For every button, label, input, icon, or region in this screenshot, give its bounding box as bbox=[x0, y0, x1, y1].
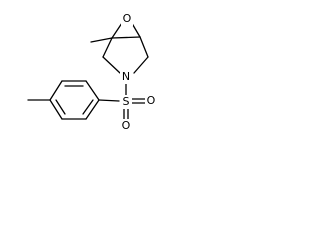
nitrogen-label-bg bbox=[120, 70, 132, 84]
molecule-diagram: O N S O O bbox=[27, 12, 157, 133]
bond-left-bridgehead-ch2 bbox=[102, 37, 113, 58]
benzene-inner-bond-2 bbox=[55, 99, 66, 115]
sulfur-label-bg bbox=[120, 95, 132, 109]
chemical-structure-canvas: O N S O O bbox=[0, 0, 182, 147]
oxygen-sulfonyl-top-label: O bbox=[147, 94, 156, 107]
bond-sulfur-aryl bbox=[98, 99, 120, 102]
benzene-bond-1 bbox=[85, 80, 100, 101]
bond-methyl-bridgehead bbox=[90, 37, 113, 43]
benzene-bond-3 bbox=[49, 80, 63, 101]
oxygen-sulfonyl-bottom-label: O bbox=[122, 119, 131, 132]
bond-right-bridgehead-ch2 bbox=[139, 36, 149, 58]
benzene-inner-bond-3 bbox=[82, 99, 94, 115]
bond-lines bbox=[27, 19, 149, 120]
sulfur-label: S bbox=[123, 95, 130, 108]
nitrogen-label: N bbox=[122, 70, 130, 83]
bond-right-ch2-nitrogen bbox=[133, 56, 149, 74]
bond-left-ch2-nitrogen bbox=[102, 56, 121, 74]
oxygen-sulfonyl-top-label-bg bbox=[145, 94, 157, 108]
bond-bridgehead-link bbox=[111, 36, 141, 39]
oxygen-epoxide-label: O bbox=[123, 12, 132, 25]
oxygen-epoxide-label-bg bbox=[121, 12, 133, 26]
oxygen-sulfonyl-bottom-label-bg bbox=[120, 119, 132, 133]
benzene-bond-4 bbox=[49, 99, 63, 120]
benzene-bond-6 bbox=[85, 99, 100, 120]
atom-labels: O N S O O bbox=[120, 12, 157, 133]
